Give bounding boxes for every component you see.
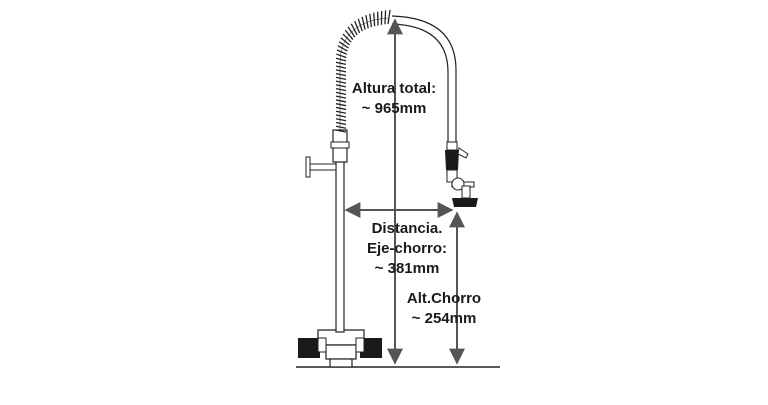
spring-coil-turn	[336, 92, 346, 94]
spring-coil-turn	[336, 100, 346, 102]
spring-coil-turn	[336, 96, 346, 98]
spray-height-title: Alt.Chorro	[399, 289, 489, 309]
spring-coil-turn	[336, 66, 346, 68]
spray-height-value: ~ 254mm	[399, 309, 489, 329]
spring-coil-turn	[336, 70, 346, 72]
spring-coil-turn	[336, 58, 346, 61]
distance-value: ~ 381mm	[352, 259, 462, 279]
spring-coil-turn	[358, 19, 362, 31]
spring-coil-turn	[336, 89, 346, 91]
base-valve	[298, 330, 382, 367]
distance-label: Distancia. Eje-chorro: ~ 381mm	[352, 219, 462, 279]
distance-title-line1: Distancia.	[352, 219, 462, 239]
spring-coil-turn	[336, 119, 346, 121]
spring-coil-turn	[336, 62, 346, 64]
spring-coil-turn	[336, 74, 346, 76]
spray-valve	[445, 142, 478, 207]
spring-coil-turn	[374, 13, 375, 27]
spring-coil-turn	[336, 77, 346, 79]
spring-coil-turn	[336, 107, 346, 109]
spring-coil-turn	[336, 81, 346, 83]
riser-pipe	[331, 130, 349, 332]
spring-coil-turn	[336, 104, 346, 106]
spring-coil-turn	[336, 115, 346, 117]
wall-bracket	[306, 157, 336, 177]
spring-coil-turn	[337, 50, 347, 54]
spring-coil-turn	[388, 10, 390, 24]
total-height-title: Altura total:	[346, 79, 442, 99]
total-height-value: ~ 965mm	[346, 99, 442, 119]
spring-coil-turn	[336, 111, 346, 113]
spring-coil-turn	[336, 54, 346, 57]
spring-coil-turn	[366, 15, 368, 28]
spring-coil-turn	[385, 10, 386, 24]
total-height-label: Altura total: ~ 965mm	[346, 79, 442, 119]
spring-coil-turn	[370, 14, 372, 27]
spring-coil-turn	[336, 122, 346, 124]
spring-coil-turn	[336, 85, 346, 87]
spring-coil-turn	[336, 126, 346, 128]
distance-title-line2: Eje-chorro:	[352, 239, 462, 259]
spray-height-label: Alt.Chorro ~ 254mm	[399, 289, 489, 329]
